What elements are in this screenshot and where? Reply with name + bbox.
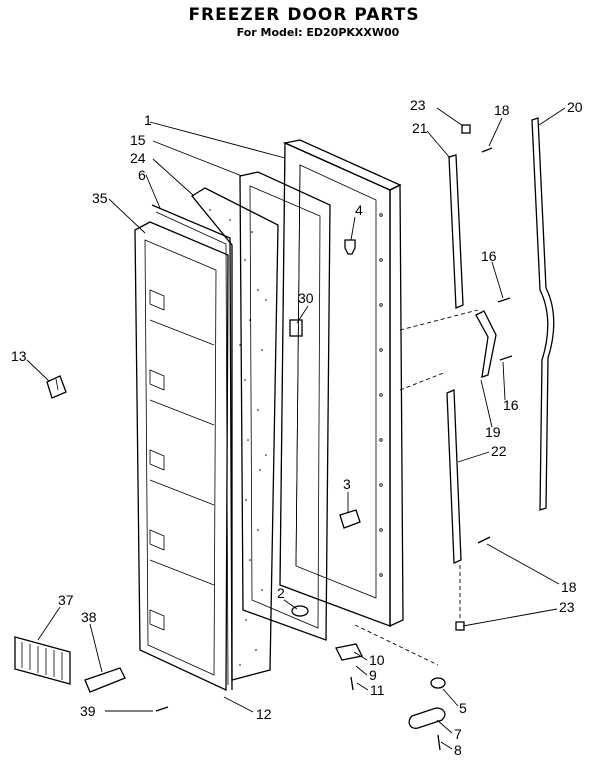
callout-9: 9 bbox=[369, 667, 377, 683]
callout-19: 19 bbox=[485, 424, 501, 440]
hinge-10 bbox=[335, 643, 363, 661]
callout-22: 22 bbox=[491, 443, 507, 459]
callout-8: 8 bbox=[454, 742, 462, 758]
callout-38: 38 bbox=[81, 609, 97, 625]
callout-18-top: 18 bbox=[494, 102, 510, 118]
screws bbox=[155, 147, 513, 751]
bracket-30 bbox=[289, 319, 303, 337]
callout-21: 21 bbox=[412, 120, 428, 136]
door-liner bbox=[134, 221, 229, 692]
handle-trim-22 bbox=[446, 389, 462, 564]
cap-23b bbox=[455, 621, 465, 631]
handle-cover-38 bbox=[84, 667, 126, 693]
callout-1: 1 bbox=[144, 112, 152, 128]
cap-23a bbox=[461, 124, 471, 134]
callout-6: 6 bbox=[138, 167, 146, 183]
model-subtitle: For Model: ED20PKXXW00 bbox=[237, 26, 400, 39]
callout-18-bottom: 18 bbox=[561, 579, 577, 595]
callout-4: 4 bbox=[355, 202, 363, 218]
callout-labels: 1 15 24 6 35 4 30 13 3 2 23 18 21 20 16 … bbox=[11, 97, 583, 758]
callout-39: 39 bbox=[80, 703, 96, 719]
bracket-3 bbox=[339, 509, 361, 529]
callout-24: 24 bbox=[130, 150, 146, 166]
callout-30: 30 bbox=[298, 290, 314, 306]
door-outer-panel bbox=[279, 139, 404, 628]
callout-10: 10 bbox=[369, 652, 385, 668]
door-stop bbox=[344, 239, 356, 255]
callout-15: 15 bbox=[130, 132, 146, 148]
callout-7: 7 bbox=[454, 726, 462, 742]
gasket-frame bbox=[239, 171, 331, 641]
leader-lines bbox=[26, 107, 566, 750]
insulation-foam bbox=[191, 187, 279, 681]
handle-trim-21 bbox=[448, 154, 464, 309]
handle-20 bbox=[531, 117, 555, 511]
callout-12: 12 bbox=[256, 706, 272, 722]
callout-35: 35 bbox=[92, 190, 108, 206]
callout-11: 11 bbox=[370, 682, 385, 698]
callout-16-bottom: 16 bbox=[503, 397, 519, 413]
callout-13: 13 bbox=[11, 348, 27, 364]
shelf-clip bbox=[46, 375, 67, 399]
page-title: FREEZER DOOR PARTS bbox=[188, 5, 419, 25]
callout-23-top: 23 bbox=[410, 97, 426, 113]
handle-bracket-19 bbox=[475, 310, 497, 378]
callout-2: 2 bbox=[277, 585, 285, 601]
callout-5: 5 bbox=[459, 700, 467, 716]
callout-23-bottom: 23 bbox=[559, 599, 575, 615]
part-2 bbox=[291, 605, 309, 617]
callout-20: 20 bbox=[567, 99, 583, 115]
callout-16-top: 16 bbox=[481, 248, 497, 264]
hinge-7 bbox=[408, 707, 446, 729]
callout-3: 3 bbox=[343, 476, 351, 492]
grille-37 bbox=[14, 636, 71, 685]
hinge-bushing-5 bbox=[430, 677, 446, 689]
callout-37: 37 bbox=[58, 592, 74, 608]
